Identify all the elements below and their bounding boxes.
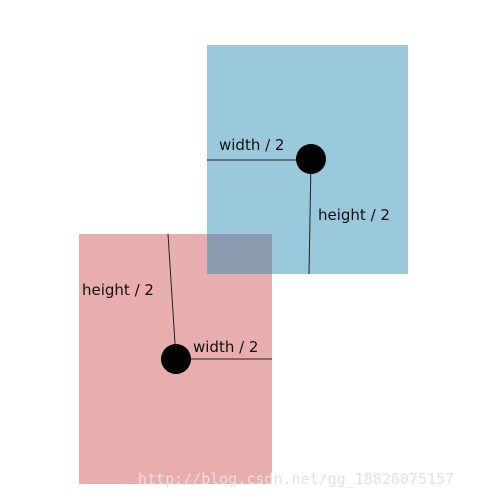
blue-height-line	[308, 159, 312, 275]
blue-width-label: width / 2	[219, 136, 285, 154]
red-width-label: width / 2	[193, 338, 259, 356]
blue-height-label: height / 2	[318, 206, 390, 224]
blue-center-point	[296, 144, 326, 174]
watermark: http://blog.csdn.net/gg_18826075157	[138, 470, 455, 488]
overlap-region	[207, 234, 272, 274]
red-height-label: height / 2	[82, 281, 154, 299]
red-center-point	[161, 344, 191, 374]
red-height-line	[167, 233, 177, 360]
